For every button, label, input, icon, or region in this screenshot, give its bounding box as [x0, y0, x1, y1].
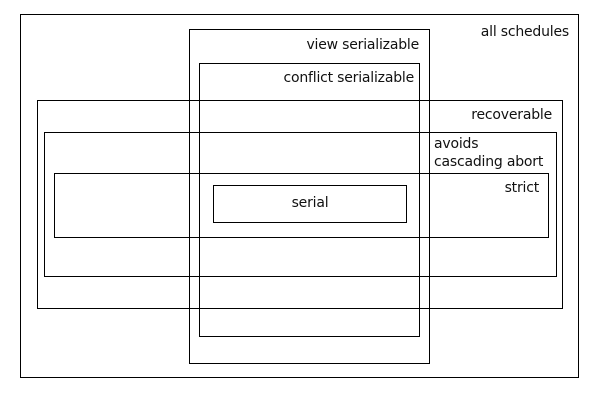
label-avoids-line1: avoids — [434, 136, 479, 152]
label-strict: strict — [504, 180, 540, 196]
label-recoverable: recoverable — [471, 107, 552, 123]
region-avoids-cascading-abort: avoids cascading abort — [44, 132, 557, 277]
region-view-serializable: view serializable — [189, 29, 430, 364]
region-recoverable: recoverable — [37, 100, 563, 309]
label-view-serializable: view serializable — [306, 37, 419, 53]
region-conflict-serializable: conflict serializable — [199, 63, 420, 337]
label-avoids-cascading-abort: avoids cascading abort — [434, 135, 543, 171]
region-all-schedules: all schedules — [20, 14, 579, 378]
label-all-schedules: all schedules — [480, 24, 569, 40]
region-strict: strict — [54, 173, 549, 238]
region-serial: serial — [213, 185, 407, 223]
label-conflict-serializable: conflict serializable — [283, 70, 414, 86]
label-serial: serial — [291, 195, 329, 211]
label-avoids-line2: cascading abort — [434, 154, 544, 170]
